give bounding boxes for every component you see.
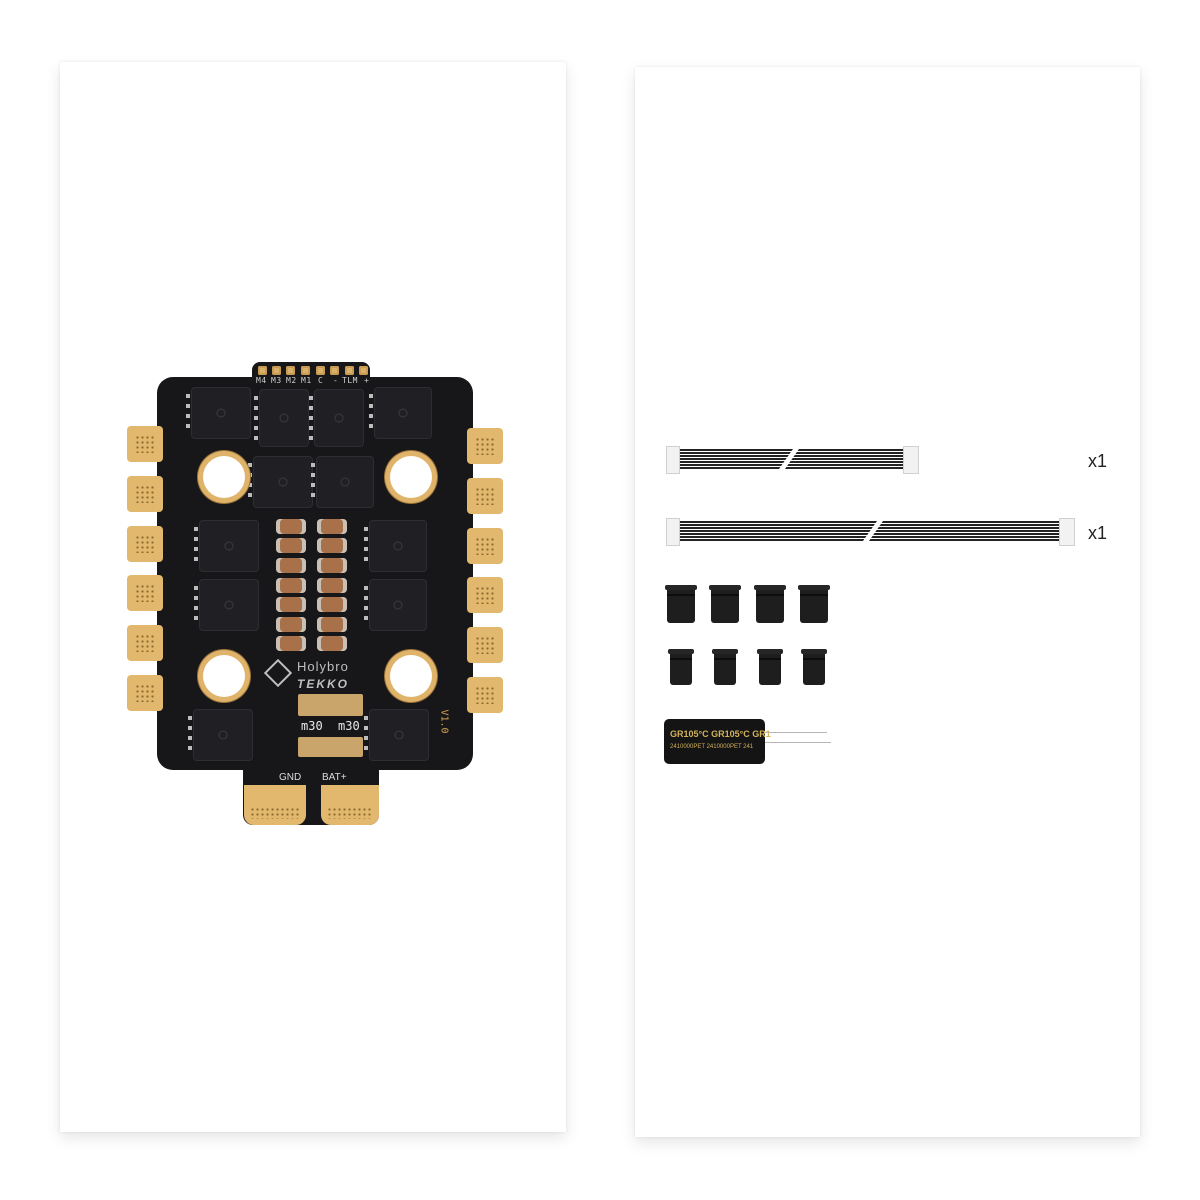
motor-pad-right (467, 478, 503, 514)
ceramic-capacitor (317, 558, 347, 573)
signal-pad (272, 366, 281, 375)
signal-pad (258, 366, 267, 375)
motor-pad-right (467, 677, 503, 713)
brand-text: Holybro (297, 659, 349, 674)
ceramic-capacitor (276, 558, 306, 573)
jst-connector (666, 518, 680, 546)
capacitor-lead (765, 732, 827, 733)
motor-pad-left (127, 575, 163, 611)
motor-pad-left (127, 526, 163, 562)
pin-label: - (333, 376, 339, 385)
mosfet-chip (188, 710, 252, 760)
signal-pad (345, 366, 354, 375)
large-grommet (709, 585, 741, 623)
pin-label: M4 (256, 376, 267, 385)
jst-connector (903, 446, 919, 474)
motor-pad-left (127, 426, 163, 462)
mosfet-chip (309, 390, 363, 446)
ceramic-capacitor (317, 636, 347, 651)
pin-label: M2 (286, 376, 297, 385)
mosfet-chip (254, 390, 308, 446)
shunt-resistor-top (298, 694, 363, 716)
bat-label: BAT+ (322, 772, 347, 783)
ceramic-capacitor (317, 578, 347, 593)
gnd-label: GND (279, 772, 302, 783)
ceramic-capacitor (317, 519, 347, 534)
mosfet-chip (248, 457, 312, 507)
motor-pad-right (467, 428, 503, 464)
capacitor-label: GR105°C GR105°C GR1 (670, 729, 771, 739)
motor-pad-left (127, 675, 163, 711)
signal-pad (316, 366, 325, 375)
ceramic-capacitor (276, 578, 306, 593)
pin-label: C (318, 376, 324, 385)
mosfet-chip (186, 388, 250, 438)
ceramic-capacitor (276, 617, 306, 632)
motor-pad-right (467, 627, 503, 663)
quantity-label: x1 (1088, 451, 1108, 471)
mosfet-chip (194, 521, 258, 571)
ceramic-capacitor (276, 538, 306, 553)
signal-pad (330, 366, 339, 375)
motor-pad-left (127, 476, 163, 512)
large-grommet (754, 585, 786, 623)
signal-pad (301, 366, 310, 375)
jst-connector (666, 446, 680, 474)
electrolytic-capacitor: GR105°C GR105°C GR1 2410000PET 2410000PE… (664, 719, 771, 764)
mosfet-chip (364, 521, 426, 571)
capacitor-label: 2410000PET 2410000PET 241 (670, 744, 754, 750)
pin-label: TLM (342, 376, 358, 385)
pin-label: + (364, 376, 370, 385)
small-grommet (712, 649, 738, 685)
ceramic-capacitor (276, 636, 306, 651)
signal-pad (286, 366, 295, 375)
ceramic-capacitor (276, 597, 306, 612)
large-grommet (798, 585, 830, 623)
capacitor-lead (765, 742, 831, 743)
motor-pad-left (127, 625, 163, 661)
large-grommet (665, 585, 697, 623)
pin-label: M3 (271, 376, 282, 385)
bat-pad (321, 785, 379, 825)
mounting-hole (390, 456, 432, 498)
small-grommet (757, 649, 783, 685)
shunt-resistor-bottom (298, 737, 363, 757)
mounting-hole (203, 655, 245, 697)
mosfet-chip (311, 457, 373, 507)
quantity-label: x1 (1088, 523, 1108, 543)
mosfet-chip (194, 580, 258, 630)
ceramic-capacitor (276, 519, 306, 534)
mosfet-chip (364, 580, 426, 630)
cable-wires (680, 449, 905, 469)
shunt-label: m30 (338, 719, 360, 733)
mounting-hole (390, 655, 432, 697)
gnd-pad (244, 785, 306, 825)
ceramic-capacitor (317, 617, 347, 632)
mosfet-chip (364, 710, 428, 760)
mounting-hole (203, 456, 245, 498)
small-grommet (801, 649, 827, 685)
shunt-label: m30 (301, 719, 323, 733)
small-grommet (668, 649, 694, 685)
motor-pad-right (467, 528, 503, 564)
pin-label: M1 (301, 376, 312, 385)
ceramic-capacitor (317, 597, 347, 612)
jst-connector (1059, 518, 1075, 546)
motor-pad-right (467, 577, 503, 613)
sub-brand-text: TEKKO (297, 677, 349, 691)
version-label: V1.0 (438, 709, 450, 734)
mosfet-chip (369, 388, 431, 438)
signal-pad (359, 366, 368, 375)
ceramic-capacitor (317, 538, 347, 553)
